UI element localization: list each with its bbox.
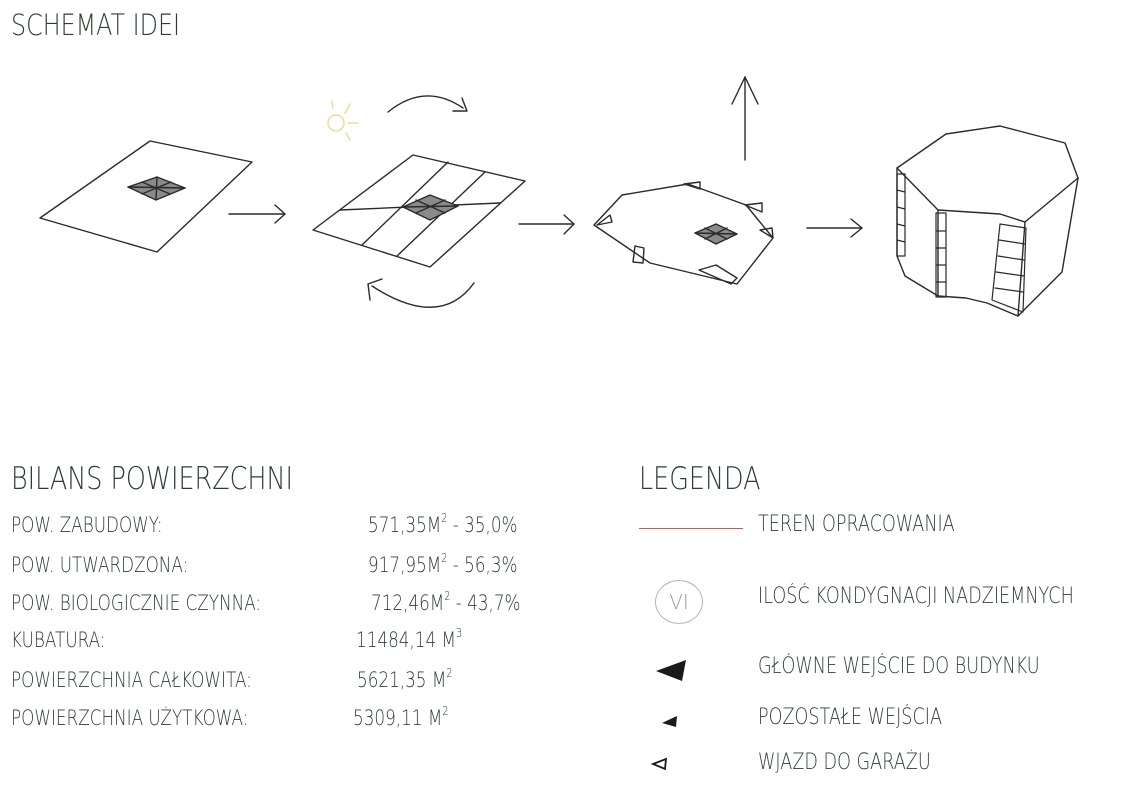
building-volume (896, 125, 1079, 317)
balance-value: 712,46M2 - 43,7% (371, 589, 521, 615)
balance-value: 571,35M2 - 35,0% (368, 511, 518, 537)
red-line-icon (639, 528, 743, 529)
balance-value: 11484,14 M3 (356, 626, 463, 652)
step-plot (39, 140, 253, 253)
concept-diagram (39, 76, 1079, 317)
plot-outline (39, 140, 253, 253)
balance-value-percent: - 43,7% (450, 591, 521, 615)
arrow-right-1 (228, 204, 286, 224)
legend-label: WJAZD DO GARAŻU (758, 750, 931, 775)
step-shape (593, 76, 774, 285)
balance-value-exponent: 2 (441, 511, 448, 525)
balance-value: 5309,11 M2 (353, 704, 449, 730)
legend-label: POZOSTAŁE WEJŚCIA (758, 705, 942, 730)
grid-plot-outline (312, 154, 526, 268)
rotate-arrow-bottom (371, 282, 475, 308)
sun-icon (327, 100, 359, 141)
circle-numeral-icon: VI (655, 580, 703, 624)
legend-label: ILOŚĆ KONDYGNACJI NADZIEMNYCH (758, 584, 1074, 609)
balance-label: POWIERZCHNIA CAŁKOWITA: (11, 668, 252, 692)
balance-value-exponent: 2 (441, 551, 448, 565)
building-shape-outline (593, 183, 774, 285)
circle-numeral-text: VI (669, 590, 689, 614)
balance-heading: BILANS POWIERZCHNI (11, 461, 294, 497)
balance-value-percent: - 35,0% (447, 513, 518, 537)
balance-label: POW. ZABUDOWY: (11, 513, 163, 537)
balance-value-exponent: 3 (456, 626, 463, 640)
balance-value-number: 5309,11 M (353, 706, 443, 730)
arrow-right-3 (806, 218, 863, 238)
small-filled-triangle-icon (662, 716, 677, 727)
balance-value-percent: - 56,3% (447, 553, 518, 577)
legend-heading: LEGENDA (639, 461, 761, 497)
balance-value-exponent: 2 (442, 704, 449, 718)
large-filled-triangle-icon (656, 660, 686, 681)
balance-label: POW. BIOLOGICZNIE CZYNNA: (11, 591, 262, 615)
balance-value: 5621,35 M2 (357, 666, 453, 692)
balance-value-number: 5621,35 M (357, 668, 447, 692)
balance-value: 917,95M2 - 56,3% (368, 551, 518, 577)
legend-label: TEREN OPRACOWANIA (758, 512, 955, 537)
outline-triangle-icon (651, 757, 668, 771)
balance-value-number: 712,46M (371, 591, 445, 615)
balance-value-number: 571,35M (368, 513, 442, 537)
step-grid (312, 95, 526, 308)
balance-value-number: 917,95M (368, 553, 442, 577)
balance-value-number: 11484,14 M (356, 628, 456, 652)
balance-value-exponent: 2 (444, 589, 451, 603)
balance-label: KUBATURA: (11, 628, 106, 652)
step-building (896, 125, 1079, 317)
balance-label: POW. UTWARDZONA: (11, 553, 189, 577)
page-title: SCHEMAT IDEI (11, 8, 180, 42)
legend-label: GŁÓWNE WEJŚCIE DO BUDYNKU (758, 654, 1040, 679)
arrow-right-2 (518, 214, 575, 235)
rotate-arrow-top (387, 95, 464, 113)
balance-label: POWIERZCHNIA UŻYTKOWA: (11, 706, 249, 730)
balance-value-exponent: 2 (446, 666, 453, 680)
